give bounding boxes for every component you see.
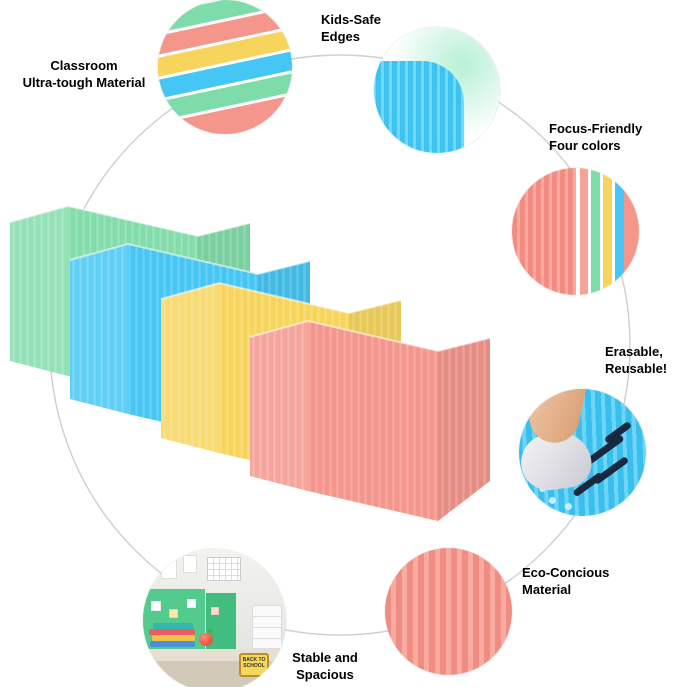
pink-panel <box>512 168 576 295</box>
water-drop <box>565 503 572 510</box>
sticky-note <box>169 609 178 618</box>
gap <box>600 168 603 295</box>
back-to-school-sign: BACK TO SCHOOL <box>239 653 269 677</box>
label-eco-conscious-material: Eco-Concious Material <box>522 565 610 597</box>
label-kids-safe-edges: Kids-Safe Edges <box>321 12 381 44</box>
blue-rounded-corner-panel <box>374 61 464 153</box>
yellow-edge <box>603 168 612 295</box>
shield-yellow-edge <box>160 281 402 315</box>
pink-edge-2 <box>624 168 639 295</box>
shield-blue-edge <box>69 242 311 276</box>
book <box>152 635 195 641</box>
label-ultra-tough-material: Classroom Ultra-tough Material <box>22 58 146 90</box>
blue-edge <box>615 168 624 295</box>
green-edge <box>591 168 600 295</box>
callout-photo-erasing <box>519 389 646 516</box>
organizer-shelf <box>252 605 282 649</box>
book <box>149 629 195 635</box>
shield-pink-texture <box>250 321 438 521</box>
color-edges <box>512 168 639 295</box>
callout-photo-stacked-folders <box>158 0 292 134</box>
sticky-note <box>187 599 196 608</box>
shield-pink-edge <box>249 319 491 353</box>
gap <box>588 168 591 295</box>
callout-photo-rounded-corner <box>374 27 500 153</box>
shield-green-edge <box>9 204 251 238</box>
pinned-paper <box>183 555 197 573</box>
sticky-note <box>211 607 219 615</box>
gap <box>576 168 580 295</box>
sticky-note <box>151 601 161 611</box>
book <box>150 641 195 647</box>
label-focus-friendly-colors: Focus-Friendly Four colors <box>549 121 643 153</box>
pink-edge <box>580 168 588 295</box>
water-drop <box>549 497 556 504</box>
gap <box>612 168 615 295</box>
apple-leaf <box>207 629 213 633</box>
shield-pink <box>249 319 491 521</box>
shield-pink-texture-right <box>438 338 490 521</box>
pinned-paper <box>161 559 177 579</box>
callout-photo-four-colors <box>512 168 639 295</box>
callout-photo-corrugated-texture <box>385 548 512 675</box>
callout-photo-classroom-scene: BACK TO SCHOOL <box>143 549 286 687</box>
label-erasable-reusable: Erasable, Reusable! <box>605 344 668 376</box>
label-stable-spacious: Stable and Spacious <box>292 650 358 682</box>
calendar <box>207 557 241 581</box>
apple <box>199 633 213 646</box>
book <box>153 623 193 629</box>
